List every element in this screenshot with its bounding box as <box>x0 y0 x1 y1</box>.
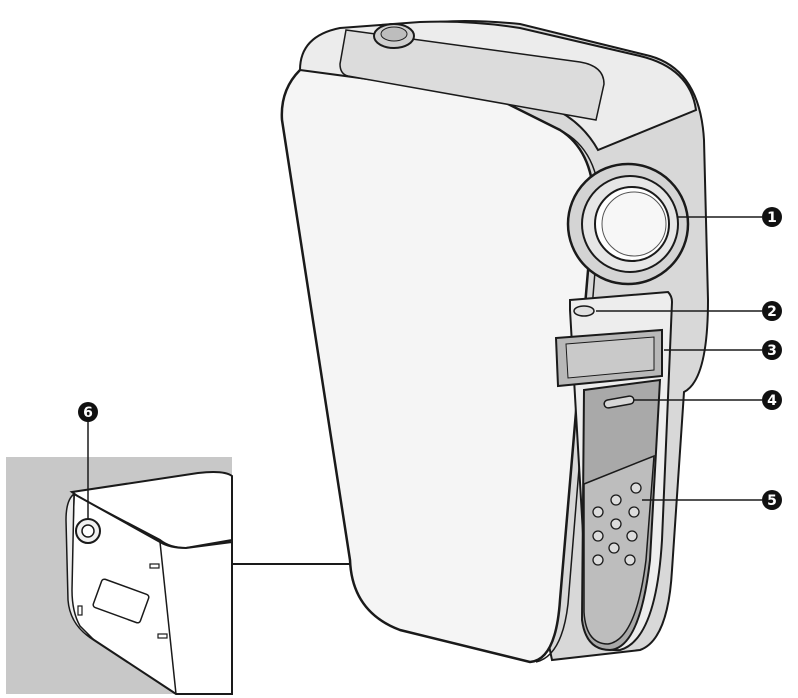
callout-label-6: 6 <box>83 405 93 421</box>
callout-badge-2: 2 <box>762 301 782 321</box>
top-button-cap <box>380 26 408 42</box>
callout-label-2: 2 <box>767 304 777 320</box>
callout-label-5: 5 <box>767 493 777 509</box>
lens-glass <box>601 191 667 257</box>
battery-door-tab-1 <box>149 563 160 569</box>
speaker-hole <box>626 530 638 542</box>
indicator-slot <box>603 395 635 409</box>
speaker-hole <box>592 530 604 542</box>
inset-detail-view <box>6 457 233 695</box>
camera-front-face <box>280 50 596 664</box>
battery-door-tab-3 <box>77 605 83 616</box>
inset-edge-line <box>159 541 177 695</box>
callout-badge-4: 4 <box>762 390 782 410</box>
camera-body <box>280 20 710 664</box>
leader-lines <box>87 216 762 519</box>
speaker-hole <box>608 542 620 554</box>
inset-camera-side <box>65 492 95 641</box>
battery-door <box>92 578 150 624</box>
callout-label-4: 4 <box>767 393 777 409</box>
callout-badge-3: 3 <box>762 340 782 360</box>
tripod-socket-inner <box>81 524 95 538</box>
speaker-hole <box>610 494 622 506</box>
battery-door-tab-2 <box>157 633 168 639</box>
speaker-holes <box>592 482 642 566</box>
callout-label-3: 3 <box>767 343 777 359</box>
speaker-hole <box>630 482 642 494</box>
callout-badge-6: 6 <box>78 402 98 422</box>
speaker-hole <box>624 554 636 566</box>
callout-badge-1: 1 <box>762 207 782 227</box>
status-led <box>573 305 595 317</box>
display-window-inner <box>565 336 655 379</box>
callout-label-1: 1 <box>767 210 777 226</box>
callout-badge-5: 5 <box>762 490 782 510</box>
speaker-hole <box>610 518 622 530</box>
speaker-hole <box>592 554 604 566</box>
speaker-hole <box>628 506 640 518</box>
top-recessed-strip <box>339 29 605 121</box>
speaker-hole <box>592 506 604 518</box>
